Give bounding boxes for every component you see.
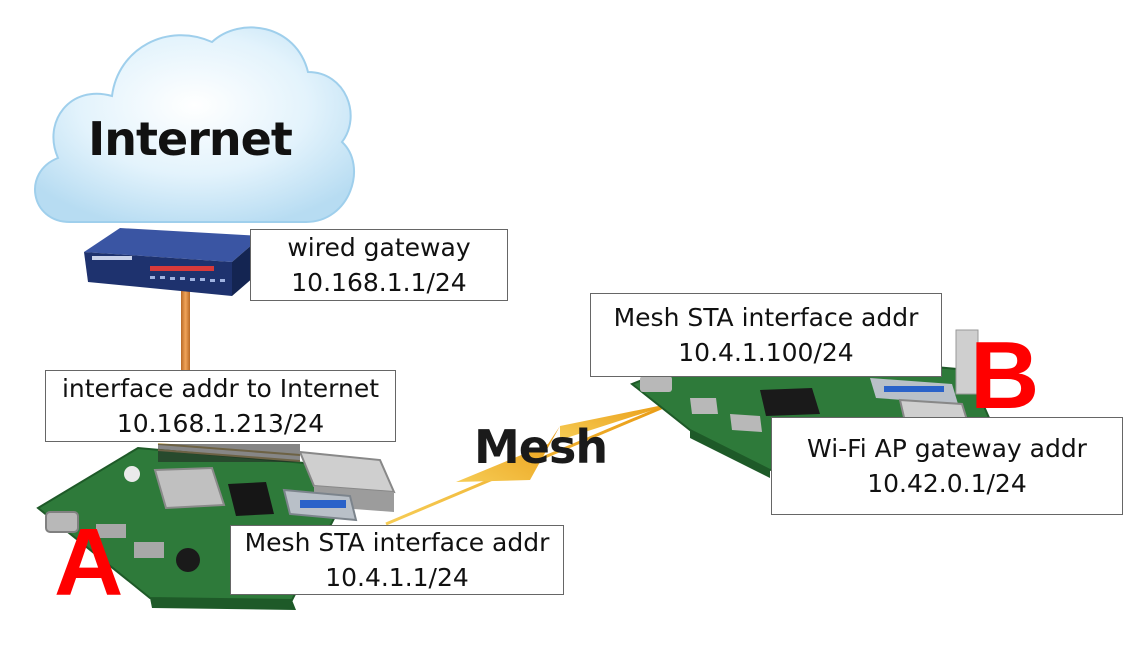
ethernet-cable-icon	[181, 288, 190, 374]
internet-interface-title: interface addr to Internet	[61, 374, 380, 403]
internet-interface-box: interface addr to Internet 10.168.1.213/…	[45, 370, 396, 442]
wired-gateway-address: 10.168.1.1/24	[291, 268, 467, 297]
mesh-link-label: Mesh	[474, 420, 608, 474]
internet-interface-address: 10.168.1.213/24	[116, 409, 325, 438]
wifi-ap-title: Wi-Fi AP gateway addr	[807, 434, 1087, 463]
mesh-sta-b-box: Mesh STA interface addr 10.4.1.100/24	[590, 293, 942, 377]
mesh-sta-b-title: Mesh STA interface addr	[613, 303, 919, 332]
router-icon	[84, 228, 262, 296]
mesh-sta-a-box: Mesh STA interface addr 10.4.1.1/24	[230, 525, 564, 595]
cloud-icon	[34, 26, 355, 223]
mesh-sta-a-address: 10.4.1.1/24	[325, 563, 469, 592]
node-b-label: B	[970, 322, 1040, 429]
node-a-label: A	[54, 509, 124, 616]
wired-gateway-title: wired gateway	[287, 233, 471, 262]
mesh-sta-a-title: Mesh STA interface addr	[244, 528, 550, 557]
wired-gateway-box: wired gateway 10.168.1.1/24	[250, 229, 508, 301]
mesh-sta-b-address: 10.4.1.100/24	[678, 338, 854, 367]
mesh-link-icon	[385, 398, 681, 526]
cloud-label: Internet	[88, 112, 293, 166]
wifi-ap-box: Wi-Fi AP gateway addr 10.42.0.1/24	[771, 417, 1123, 515]
wifi-ap-address: 10.42.0.1/24	[867, 469, 1027, 498]
